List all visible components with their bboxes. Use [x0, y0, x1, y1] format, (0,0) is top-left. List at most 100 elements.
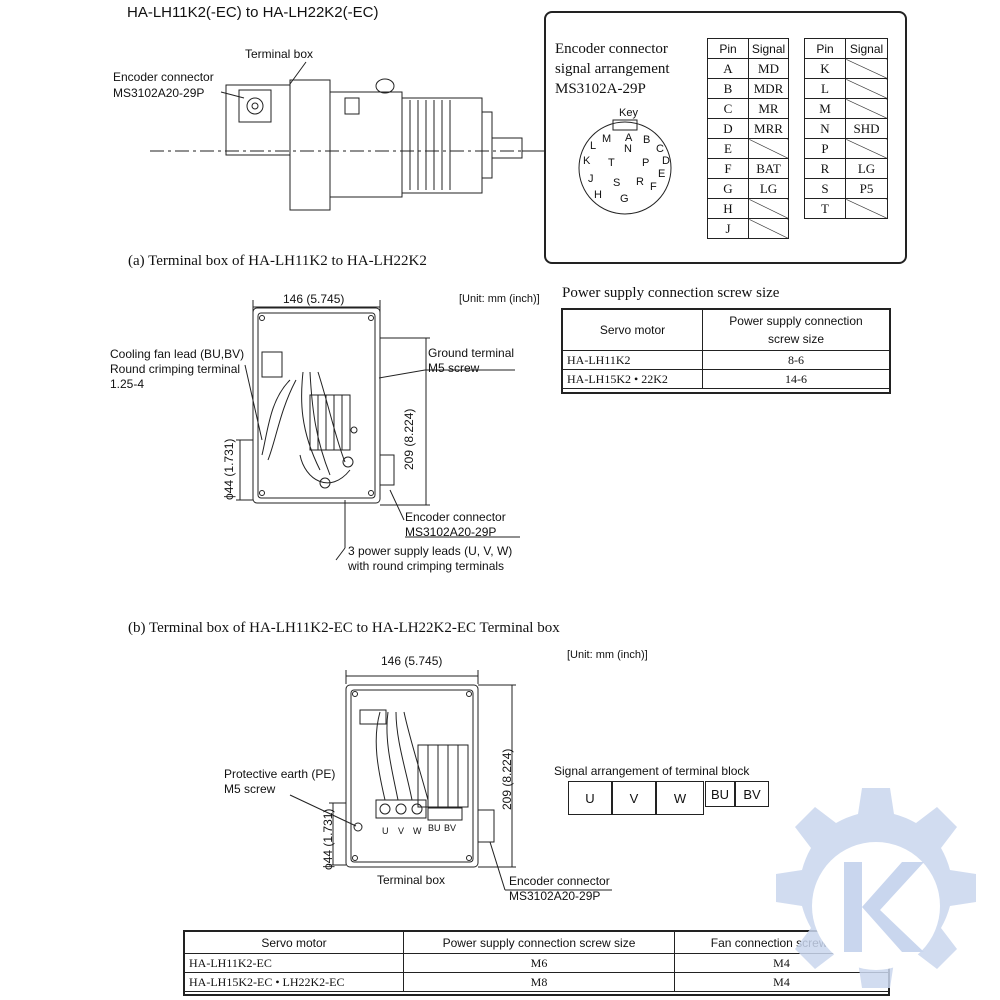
screw-a-size: 8-6 [702, 350, 890, 370]
pin-letter: N [804, 118, 846, 139]
section-b-encoder-line1: Encoder connector [509, 874, 610, 888]
pin-row: L [804, 78, 888, 99]
pin-signal [748, 138, 789, 159]
connector-pin-letter: S [613, 177, 621, 189]
screw-table-a-title: Power supply connection screw size [562, 285, 780, 301]
pin-letter: F [707, 158, 749, 179]
screw-table-b: Servo motor Power supply connection scre… [184, 931, 889, 992]
pin-signal [845, 78, 888, 99]
connector-pin-letter: H [594, 189, 602, 201]
pin-letter: P [804, 138, 846, 159]
pin-letter: R [804, 158, 846, 179]
connector-pin-letter: R [636, 176, 644, 188]
pin-letter: H [707, 198, 749, 219]
fan-lead-label: Cooling fan lead (BU,BV) Round crimping … [110, 347, 244, 392]
connector-pin-letter: G [620, 193, 629, 205]
pin-row: J [707, 218, 789, 239]
signal-header: Signal [845, 38, 888, 59]
terminal-box-b-drawing [289, 670, 612, 891]
screw-a-size: 14-6 [702, 369, 890, 389]
section-b-phi-dim: ϕ44 (1.731) [321, 808, 335, 870]
connector-pin-letter: P [642, 157, 650, 169]
terminal-block-cell: BV [735, 781, 769, 807]
section-a-phi-dim: ϕ44 (1.731) [222, 438, 236, 500]
pin-signal [748, 218, 789, 239]
pin-row: E [707, 138, 789, 159]
pin-row: M [804, 98, 888, 119]
terminal-block-small-label: V [398, 826, 405, 836]
fan-lead-line2: Round crimping terminal [110, 362, 241, 376]
encoder-signal-panel [544, 11, 907, 264]
section-b-width-dim: 146 (5.745) [381, 654, 443, 668]
connector-pin-letter: E [658, 168, 666, 180]
pin-row: K [804, 58, 888, 79]
protective-earth-label: Protective earth (PE) M5 screw [224, 767, 335, 797]
pin-header: Pin [707, 38, 749, 59]
section-b-terminal-box-label: Terminal box [377, 873, 446, 887]
power-leads-line1: 3 power supply leads (U, V, W) [348, 544, 513, 558]
pin-letter: B [707, 78, 749, 99]
terminal-block-small-label: BV [444, 823, 457, 833]
power-leads-line2: with round crimping terminals [348, 559, 505, 573]
terminal-box-a-drawing [236, 300, 515, 561]
screw-table-b-header-power: Power supply connection screw size [403, 931, 675, 954]
screw-table-a-header-screw-1: Power supply connection [729, 314, 863, 328]
terminal-block-small-label: U [382, 826, 389, 836]
encoder-panel-title-line3: MS3102A-29P [555, 81, 646, 97]
pin-signal: LG [748, 178, 789, 199]
section-b-height-dim: 209 (8.224) [500, 748, 514, 810]
pin-letter: J [707, 218, 749, 239]
motor-side-view [150, 61, 545, 211]
pin-header: Pin [804, 38, 846, 59]
pin-letter: E [707, 138, 749, 159]
page-title: HA-LH11K2(-EC) to HA-LH22K2(-EC) [127, 4, 379, 21]
connector-pin-letter: C [656, 143, 664, 155]
pin-letter: C [707, 98, 749, 119]
screw-b-motor: HA-LH11K2-EC [184, 953, 404, 973]
connector-pin-letter: N [624, 143, 632, 155]
power-leads-label: 3 power supply leads (U, V, W) with roun… [348, 544, 512, 574]
screw-a-motor: HA-LH15K2 • 22K2 [562, 369, 703, 389]
screw-b-motor: HA-LH15K2-EC • LH22K2-EC [184, 972, 404, 992]
pin-signal: MDR [748, 78, 789, 99]
connector-pin-letter: B [643, 134, 651, 146]
screw-table-a-header-screw-2: screw size [767, 332, 824, 346]
pin-letter: L [804, 78, 846, 99]
terminal-block-cell: V [612, 781, 656, 815]
pin-signal: BAT [748, 158, 789, 179]
pin-signal [845, 198, 888, 219]
connector-pin-letter: F [650, 181, 657, 193]
section-b-encoder-label: Encoder connector MS3102A20-29P [509, 874, 610, 904]
connector-pin-letter: J [588, 173, 594, 185]
terminal-block-cell: W [656, 781, 704, 815]
section-a-width-dim: 146 (5.745) [283, 292, 345, 306]
section-a-encoder-line1: Encoder connector [405, 510, 506, 524]
terminal-box-label: Terminal box [245, 47, 314, 61]
section-b-unit: [Unit: mm (inch)] [567, 649, 648, 661]
ground-terminal-label: Ground terminal M5 screw [428, 346, 514, 376]
screw-table-a-header-screw: Power supply connection screw size [702, 309, 890, 351]
section-b-caption: (b) Terminal box of HA-LH11K2-EC to HA-L… [128, 620, 560, 636]
terminal-block-cell: U [568, 781, 612, 815]
screw-table-a-header-motor: Servo motor [562, 309, 703, 351]
pin-letter: T [804, 198, 846, 219]
pin-signal: MR [748, 98, 789, 119]
pin-signal [845, 98, 888, 119]
pin-row: P [804, 138, 888, 159]
pin-row: T [804, 198, 888, 219]
pin-signal [748, 198, 789, 219]
screw-table-a: Servo motor Power supply connection scre… [562, 309, 890, 389]
section-a-encoder-label: Encoder connector MS3102A20-29P [405, 510, 506, 540]
pin-letter: D [707, 118, 749, 139]
pin-letter: M [804, 98, 846, 119]
section-b-encoder-line2: MS3102A20-29P [509, 889, 601, 903]
